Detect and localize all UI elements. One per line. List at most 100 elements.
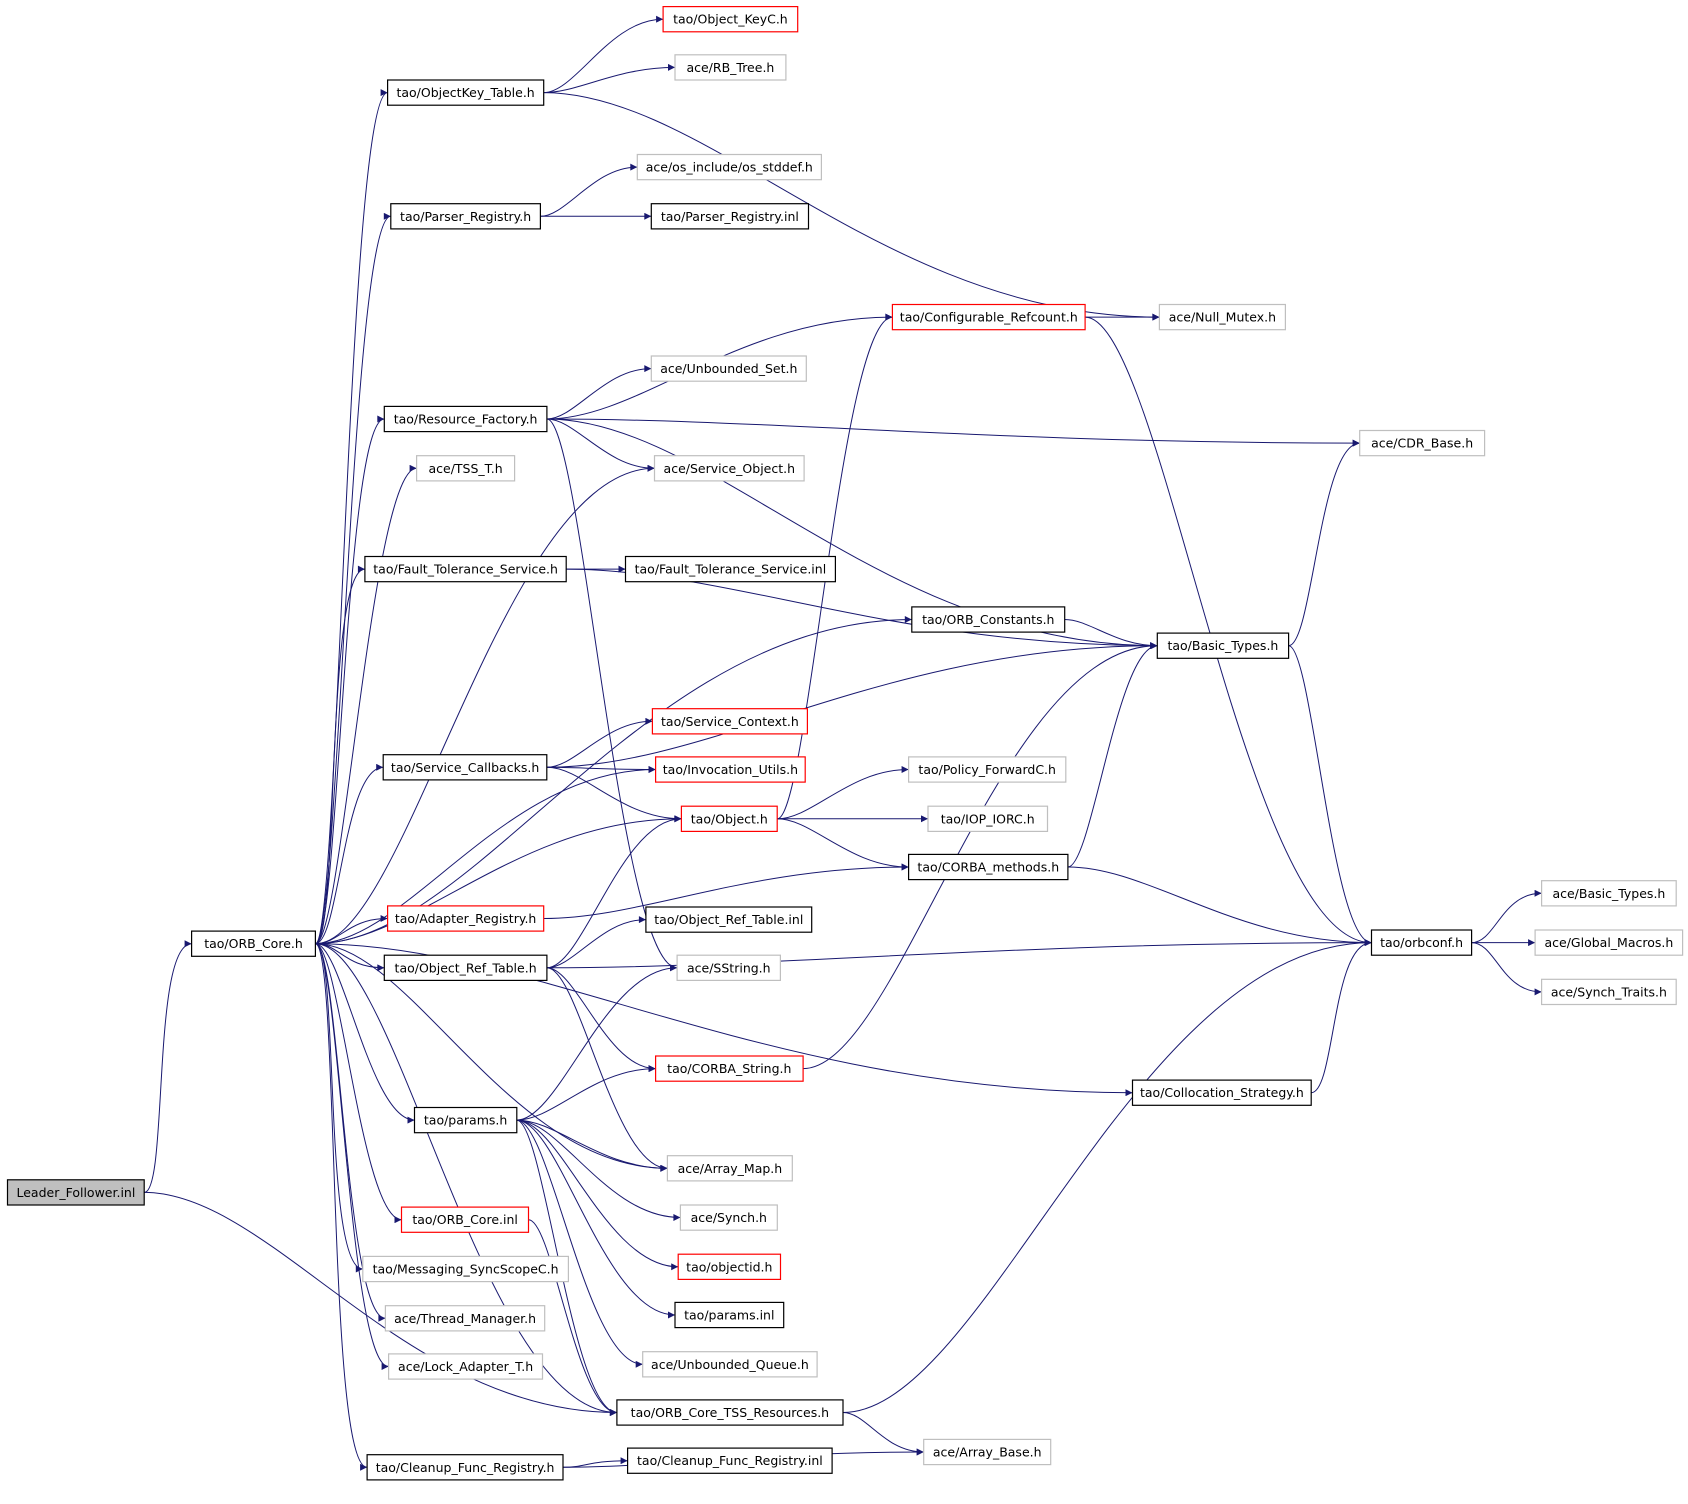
node-corba-string-h[interactable]: tao/CORBA_String.h bbox=[654, 1055, 804, 1082]
node-label: tao/Service_Callbacks.h bbox=[391, 760, 539, 775]
node-box bbox=[651, 708, 809, 735]
edge-params_h-to-corba_string_h bbox=[516, 1065, 656, 1121]
node-fault-tolerance-service-h[interactable]: tao/Fault_Tolerance_Service.h bbox=[364, 555, 567, 583]
node-unbounded-set-h[interactable]: ace/Unbounded_Set.h bbox=[650, 355, 807, 382]
node-label: ace/Synch.h bbox=[691, 1210, 767, 1225]
node-ace-basic-types-h[interactable]: ace/Basic_Types.h bbox=[1540, 880, 1677, 907]
node-box bbox=[911, 606, 1066, 633]
node-sstring-h[interactable]: ace/SString.h bbox=[676, 954, 781, 982]
node-label: tao/ORB_Core_TSS_Resources.h bbox=[631, 1405, 829, 1420]
node-label: tao/ObjectKey_Table.h bbox=[396, 85, 534, 100]
node-object-h[interactable]: tao/Object.h bbox=[680, 805, 778, 833]
node-service-object-h[interactable]: ace/Service_Object.h bbox=[653, 455, 805, 482]
node-label: ace/CDR_Base.h bbox=[1371, 436, 1473, 451]
node-invocation-utils-h[interactable]: tao/Invocation_Utils.h bbox=[654, 756, 806, 783]
node-collocation-strategy-h[interactable]: tao/Collocation_Strategy.h bbox=[1131, 1079, 1312, 1106]
node-box bbox=[1370, 929, 1473, 956]
node-configurable-refcount-h[interactable]: tao/Configurable_Refcount.h bbox=[891, 303, 1086, 331]
edge-resource_factory_h-to-basic_types_tao_h bbox=[546, 418, 1158, 650]
node-service-context-h[interactable]: tao/Service_Context.h bbox=[651, 708, 809, 735]
node-service-callbacks-h[interactable]: tao/Service_Callbacks.h bbox=[382, 754, 548, 781]
node-label: tao/Object_Ref_Table.h bbox=[395, 960, 537, 975]
node-parser-registry-h[interactable]: tao/Parser_Registry.h bbox=[390, 203, 541, 230]
node-cleanup-func-registry-h[interactable]: tao/Cleanup_Func_Registry.h bbox=[366, 1454, 564, 1481]
node-array-map-h[interactable]: ace/Array_Map.h bbox=[666, 1155, 793, 1182]
node-label: tao/Cleanup_Func_Registry.h bbox=[376, 1460, 555, 1475]
node-array-base-h[interactable]: ace/Array_Base.h bbox=[923, 1438, 1052, 1466]
node-box bbox=[927, 805, 1049, 833]
edge-orb_core_h-to-fault_tolerance_service_h bbox=[314, 565, 365, 945]
node-orb-constants-h[interactable]: tao/ORB_Constants.h bbox=[911, 606, 1066, 633]
node-orb-core-inl[interactable]: tao/ORB_Core.inl bbox=[400, 1206, 530, 1233]
node-unbounded-queue-h[interactable]: ace/Unbounded_Queue.h bbox=[642, 1351, 818, 1378]
node-objectkey-table-h[interactable]: tao/ObjectKey_Table.h bbox=[387, 79, 545, 106]
node-box bbox=[654, 1055, 804, 1082]
node-box bbox=[1158, 303, 1287, 331]
node-synch-traits-h[interactable]: ace/Synch_Traits.h bbox=[1540, 978, 1677, 1006]
edge-service_callbacks_h-to-basic_types_tao_h bbox=[546, 642, 1158, 768]
node-null-mutex-h[interactable]: ace/Null_Mutex.h bbox=[1158, 303, 1287, 331]
edge-params_h-to-sstring_h bbox=[516, 964, 678, 1121]
edge-orb_core_h-to-array_map_h bbox=[315, 943, 668, 1172]
node-policy-forwardc-h[interactable]: tao/Policy_ForwardC.h bbox=[907, 756, 1067, 783]
node-parser-registry-inl[interactable]: tao/Parser_Registry.inl bbox=[650, 203, 810, 230]
node-label: ace/Basic_Types.h bbox=[1552, 886, 1665, 901]
node-label: ace/Unbounded_Queue.h bbox=[651, 1357, 809, 1372]
node-resource-factory-h[interactable]: tao/Resource_Factory.h bbox=[383, 405, 548, 433]
node-label: ace/RB_Tree.h bbox=[686, 60, 774, 75]
node-label: tao/Adapter_Registry.h bbox=[395, 911, 537, 926]
edge-orb_core_h-to-objectkey_table_h bbox=[314, 89, 388, 945]
node-label: tao/Configurable_Refcount.h bbox=[900, 310, 1078, 325]
edge-orb_core_h-to-resource_factory_h bbox=[314, 415, 385, 945]
edge-leader_follower_inl-to-orb_core_h bbox=[144, 940, 192, 1193]
node-box bbox=[624, 555, 836, 583]
node-cleanup-func-registry-inl[interactable]: tao/Cleanup_Func_Registry.inl bbox=[626, 1447, 833, 1474]
node-box bbox=[366, 1454, 564, 1481]
node-params-inl[interactable]: tao/params.inl bbox=[674, 1301, 785, 1329]
node-global-macros-h[interactable]: ace/Global_Macros.h bbox=[1534, 929, 1684, 956]
edge-object_ref_table_h-to-object_h bbox=[546, 815, 682, 969]
node-label: tao/Resource_Factory.h bbox=[394, 412, 538, 427]
node-orbconf-h[interactable]: tao/orbconf.h bbox=[1370, 929, 1473, 956]
node-box bbox=[400, 1206, 530, 1233]
edge-parser_registry_h-to-os_stddef_h bbox=[540, 163, 638, 217]
node-label: tao/Messaging_SyncScopeC.h bbox=[373, 1262, 559, 1277]
node-box bbox=[679, 1204, 778, 1231]
node-objectkeyc-h[interactable]: tao/Object_KeyC.h bbox=[662, 5, 799, 33]
node-rb-tree-h[interactable]: ace/RB_Tree.h bbox=[674, 54, 787, 81]
node-messaging-syncscopec-h[interactable]: tao/Messaging_SyncScopeC.h bbox=[362, 1255, 569, 1283]
node-object-ref-table-inl[interactable]: tao/Object_Ref_Table.inl bbox=[645, 906, 813, 933]
node-cdr-base-h[interactable]: ace/CDR_Base.h bbox=[1359, 429, 1486, 457]
node-iop-iorc-h[interactable]: tao/IOP_IORC.h bbox=[927, 805, 1049, 833]
node-os-stddef-h[interactable]: ace/os_include/os_stddef.h bbox=[636, 153, 822, 181]
edge-orb_core_tss_resources_h-to-orbconf_h bbox=[842, 939, 1372, 1413]
node-thread-manager-h[interactable]: ace/Thread_Manager.h bbox=[384, 1305, 546, 1332]
node-label: tao/Object_KeyC.h bbox=[673, 12, 788, 27]
node-orb-core-tss-resources-h[interactable]: tao/ORB_Core_TSS_Resources.h bbox=[616, 1399, 844, 1426]
edge-objectkey_table_h-to-rb_tree_h bbox=[543, 63, 676, 94]
edge-orb_core_h-to-params_h bbox=[315, 943, 415, 1124]
edge-orbconf_h-to-ace_basic_types_h bbox=[1471, 889, 1542, 944]
node-synch-h[interactable]: ace/Synch.h bbox=[679, 1204, 778, 1231]
node-object-ref-table-h[interactable]: tao/Object_Ref_Table.h bbox=[383, 954, 548, 982]
node-objectid-h[interactable]: tao/objectid.h bbox=[677, 1253, 782, 1280]
node-orb-core-h[interactable]: tao/ORB_Core.h bbox=[191, 930, 317, 957]
node-params-h[interactable]: tao/params.h bbox=[413, 1106, 518, 1134]
node-leader-follower-inl: Leader_Follower.inl bbox=[6, 1179, 145, 1206]
node-corba-methods-h[interactable]: tao/CORBA_methods.h bbox=[907, 853, 1069, 881]
node-lock-adapter-t-h[interactable]: ace/Lock_Adapter_T.h bbox=[388, 1353, 544, 1380]
edge-object_ref_table_h-to-array_map_h bbox=[546, 967, 668, 1172]
node-box bbox=[674, 1301, 785, 1329]
edge-orb_core_h-to-tss_t_h bbox=[315, 464, 417, 945]
node-adapter-registry-h[interactable]: tao/Adapter_Registry.h bbox=[387, 905, 545, 932]
node-box bbox=[382, 754, 548, 781]
node-basic-types-tao-h[interactable]: tao/Basic_Types.h bbox=[1156, 632, 1290, 659]
node-label: tao/ORB_Core.h bbox=[204, 936, 303, 951]
node-label: ace/Null_Mutex.h bbox=[1169, 310, 1276, 325]
edge-corba_methods_h-to-basic_types_tao_h bbox=[1067, 642, 1158, 868]
node-box bbox=[384, 1305, 546, 1332]
edge-orb_core_h-to-orb_constants_h bbox=[315, 616, 912, 945]
node-fault-tolerance-service-inl[interactable]: tao/Fault_Tolerance_Service.inl bbox=[624, 555, 836, 583]
node-tss-t-h[interactable]: ace/TSS_T.h bbox=[416, 455, 516, 482]
node-label: tao/Service_Context.h bbox=[661, 714, 799, 729]
